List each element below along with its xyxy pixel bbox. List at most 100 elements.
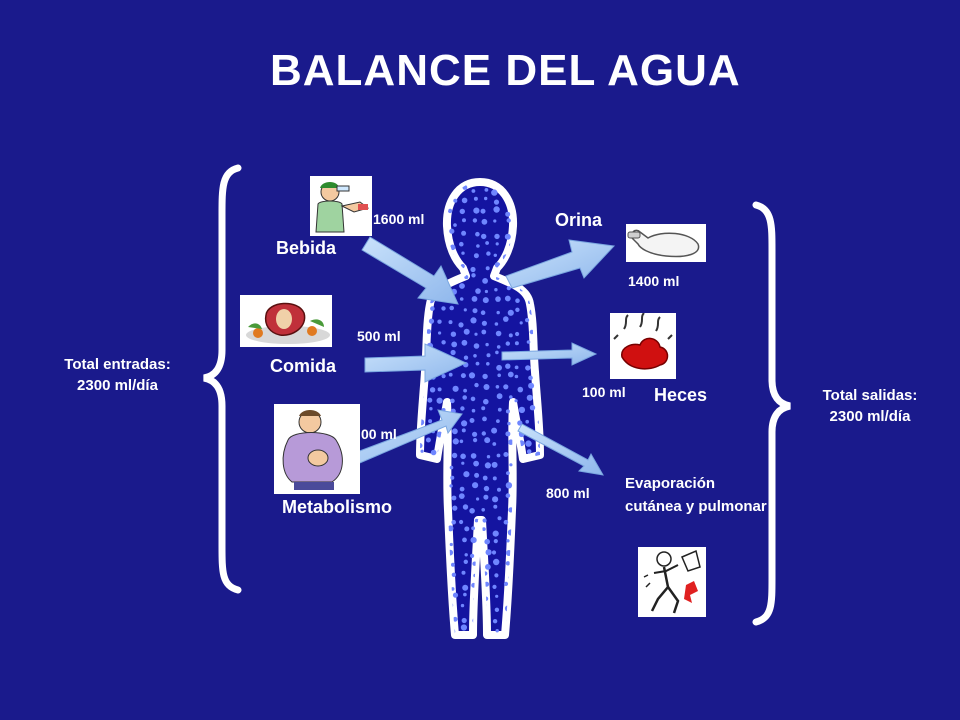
water-drop xyxy=(540,507,546,513)
water-drop xyxy=(535,581,540,587)
water-drop xyxy=(496,453,501,458)
water-drop xyxy=(470,537,477,544)
water-drop xyxy=(492,496,499,503)
water-drop xyxy=(440,570,447,577)
water-drop xyxy=(484,538,491,545)
water-drop xyxy=(452,428,458,435)
water-drop xyxy=(463,388,467,393)
water-drop xyxy=(460,373,466,379)
water-drop xyxy=(416,494,420,498)
total-outputs: Total salidas: 2300 ml/día xyxy=(790,385,950,427)
water-drop xyxy=(519,321,523,325)
water-drop xyxy=(482,373,488,380)
water-drop xyxy=(517,386,524,393)
water-drop xyxy=(527,592,533,598)
water-drop xyxy=(491,427,498,434)
water-drop xyxy=(486,251,491,256)
water-drop xyxy=(517,608,521,612)
water-drop xyxy=(461,617,467,624)
water-drop xyxy=(438,551,442,555)
water-drop xyxy=(524,615,531,622)
water-drop xyxy=(429,487,434,492)
water-drop xyxy=(453,223,457,227)
water-drop xyxy=(536,548,540,555)
water-drop xyxy=(420,518,421,523)
water-drop xyxy=(495,385,500,389)
water-drop xyxy=(491,550,497,555)
water-drop xyxy=(460,603,465,608)
water-drop xyxy=(473,438,478,443)
water-drop xyxy=(426,329,432,334)
water-drop xyxy=(517,626,521,630)
water-drop xyxy=(420,321,421,327)
water-drop xyxy=(437,189,442,195)
water-drop xyxy=(441,340,446,345)
arrow-bebida xyxy=(361,236,459,305)
water-drop xyxy=(472,482,479,489)
water-drop xyxy=(538,572,540,578)
water-drop xyxy=(484,462,491,469)
water-drop xyxy=(441,306,446,311)
water-drop xyxy=(483,398,489,405)
feces-icon xyxy=(610,312,676,379)
water-drop xyxy=(527,496,533,503)
water-drop xyxy=(507,309,514,316)
water-drop xyxy=(451,452,458,459)
arrow-orina xyxy=(505,239,616,289)
water-drop xyxy=(459,297,464,301)
water-drop xyxy=(437,217,442,223)
water-drop xyxy=(415,287,420,292)
water-drop xyxy=(481,329,487,335)
water-drop xyxy=(497,373,502,378)
water-drop xyxy=(541,232,547,238)
water-drop xyxy=(493,253,497,257)
water-drop xyxy=(503,384,509,390)
water-drop xyxy=(528,586,534,592)
water-drop xyxy=(459,486,465,492)
water-drop xyxy=(514,341,519,346)
water-drop xyxy=(537,476,540,481)
water-drop xyxy=(474,332,478,336)
water-drop xyxy=(420,442,423,449)
water-drop xyxy=(448,320,453,325)
water-drop xyxy=(447,525,454,532)
water-drop xyxy=(420,310,424,315)
water-drop xyxy=(493,219,497,223)
water-drop xyxy=(485,342,489,347)
water-drop xyxy=(537,594,540,600)
water-drop xyxy=(450,331,457,337)
water-drop xyxy=(540,484,545,489)
water-drop xyxy=(507,371,514,378)
water-drop xyxy=(514,614,520,620)
water-drop xyxy=(529,405,536,411)
water-drop xyxy=(539,517,540,522)
water-drop xyxy=(420,553,422,558)
water-drop xyxy=(473,207,480,214)
drinking-person-icon xyxy=(310,176,372,236)
water-drop xyxy=(476,244,480,248)
water-drop xyxy=(482,297,489,304)
water-drop xyxy=(484,188,489,192)
water-drop xyxy=(494,288,498,292)
water-drop xyxy=(492,476,497,481)
water-drop xyxy=(541,614,545,618)
water-drop xyxy=(537,605,540,610)
water-drop xyxy=(436,493,443,500)
water-drop xyxy=(514,254,519,259)
water-drop xyxy=(516,197,522,204)
comida-amount: 500 ml xyxy=(357,328,401,344)
water-drop xyxy=(447,208,453,214)
water-drop xyxy=(451,341,458,348)
water-drop xyxy=(515,231,522,237)
water-drop xyxy=(438,517,442,521)
water-drop xyxy=(537,307,540,314)
water-drop xyxy=(420,251,425,257)
water-drop xyxy=(493,558,500,566)
water-drop xyxy=(526,449,532,454)
water-drop xyxy=(535,497,540,502)
water-drop xyxy=(524,514,531,521)
water-drop xyxy=(506,471,510,475)
water-drop xyxy=(470,396,476,402)
water-drop xyxy=(461,251,465,255)
water-drop xyxy=(516,515,521,519)
